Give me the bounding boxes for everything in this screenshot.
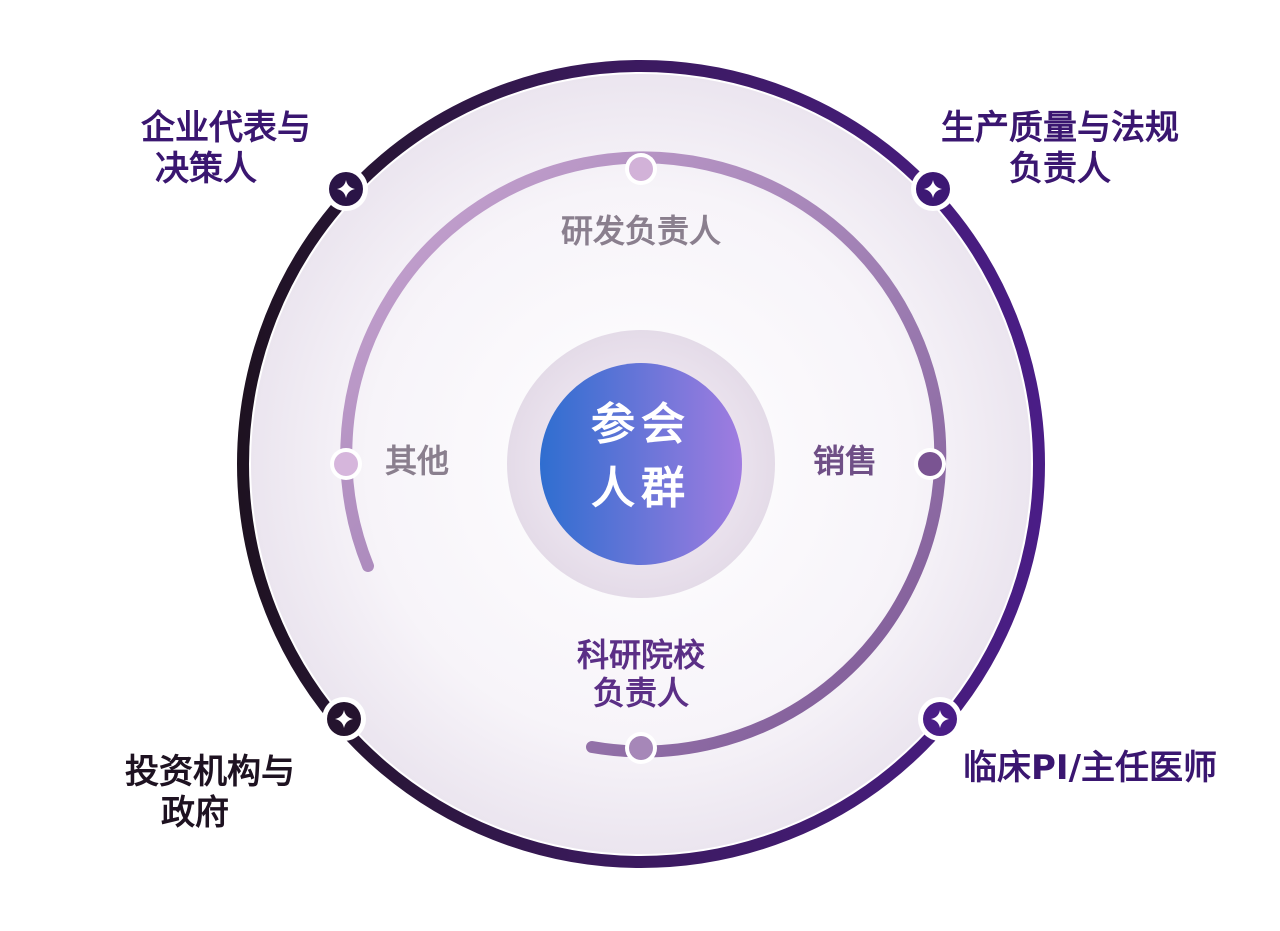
sparkle-icon bbox=[931, 710, 949, 728]
inner-label-other: 其他 bbox=[372, 442, 462, 480]
inner-node-research-dot bbox=[625, 732, 657, 764]
center-title-line-2: 人群 bbox=[591, 463, 691, 514]
inner-label-line: 研发负责人 bbox=[560, 212, 721, 250]
inner-label-research: 科研院校 负责人 bbox=[541, 636, 741, 713]
center-title-line-1: 参会 bbox=[591, 399, 691, 450]
sparkle-icon bbox=[337, 180, 355, 198]
center-disc bbox=[540, 363, 742, 565]
inner-label-rd: 研发负责人 bbox=[531, 212, 751, 250]
outer-label-line: 临床PI/主任医师 bbox=[963, 748, 1217, 788]
outer-node-production-marker bbox=[911, 167, 955, 211]
sparkle-icon bbox=[924, 180, 942, 198]
outer-label-line: 负责人 bbox=[1009, 148, 1111, 189]
outer-label-line: 决策人 bbox=[155, 148, 257, 189]
outer-label-line: 企业代表与 bbox=[141, 108, 311, 148]
inner-ring-arc bbox=[340, 151, 947, 758]
outer-node-enterprise-marker bbox=[324, 167, 368, 211]
inner-node-other-dot bbox=[330, 448, 362, 480]
inner-node-rd-dot bbox=[625, 153, 657, 185]
outer-label-clinical: 临床PI/主任医师 bbox=[950, 748, 1230, 789]
outer-ring bbox=[237, 60, 1045, 868]
outer-label-line: 生产质量与法规 bbox=[941, 108, 1179, 148]
inner-label-line: 负责人 bbox=[592, 674, 689, 713]
inner-node-sales-dot bbox=[914, 448, 946, 480]
outer-label-enterprise: 企业代表与 决策人 bbox=[136, 108, 316, 190]
outer-label-line: 投资机构与 bbox=[125, 752, 295, 792]
inner-label-line: 科研院校 bbox=[576, 636, 705, 674]
sparkle-icon bbox=[335, 710, 353, 728]
outer-label-investment: 投资机构与 政府 bbox=[120, 752, 300, 834]
inner-label-line: 销售 bbox=[812, 442, 877, 480]
outer-node-clinical-marker bbox=[918, 697, 962, 741]
center-title: 参会 人群 bbox=[541, 393, 741, 533]
outer-label-production: 生产质量与法规 负责人 bbox=[930, 108, 1190, 190]
outer-label-line: 政府 bbox=[161, 792, 229, 833]
inner-label-sales: 销售 bbox=[800, 442, 890, 480]
outer-node-investment-marker bbox=[322, 697, 366, 741]
inner-label-line: 其他 bbox=[384, 442, 449, 480]
